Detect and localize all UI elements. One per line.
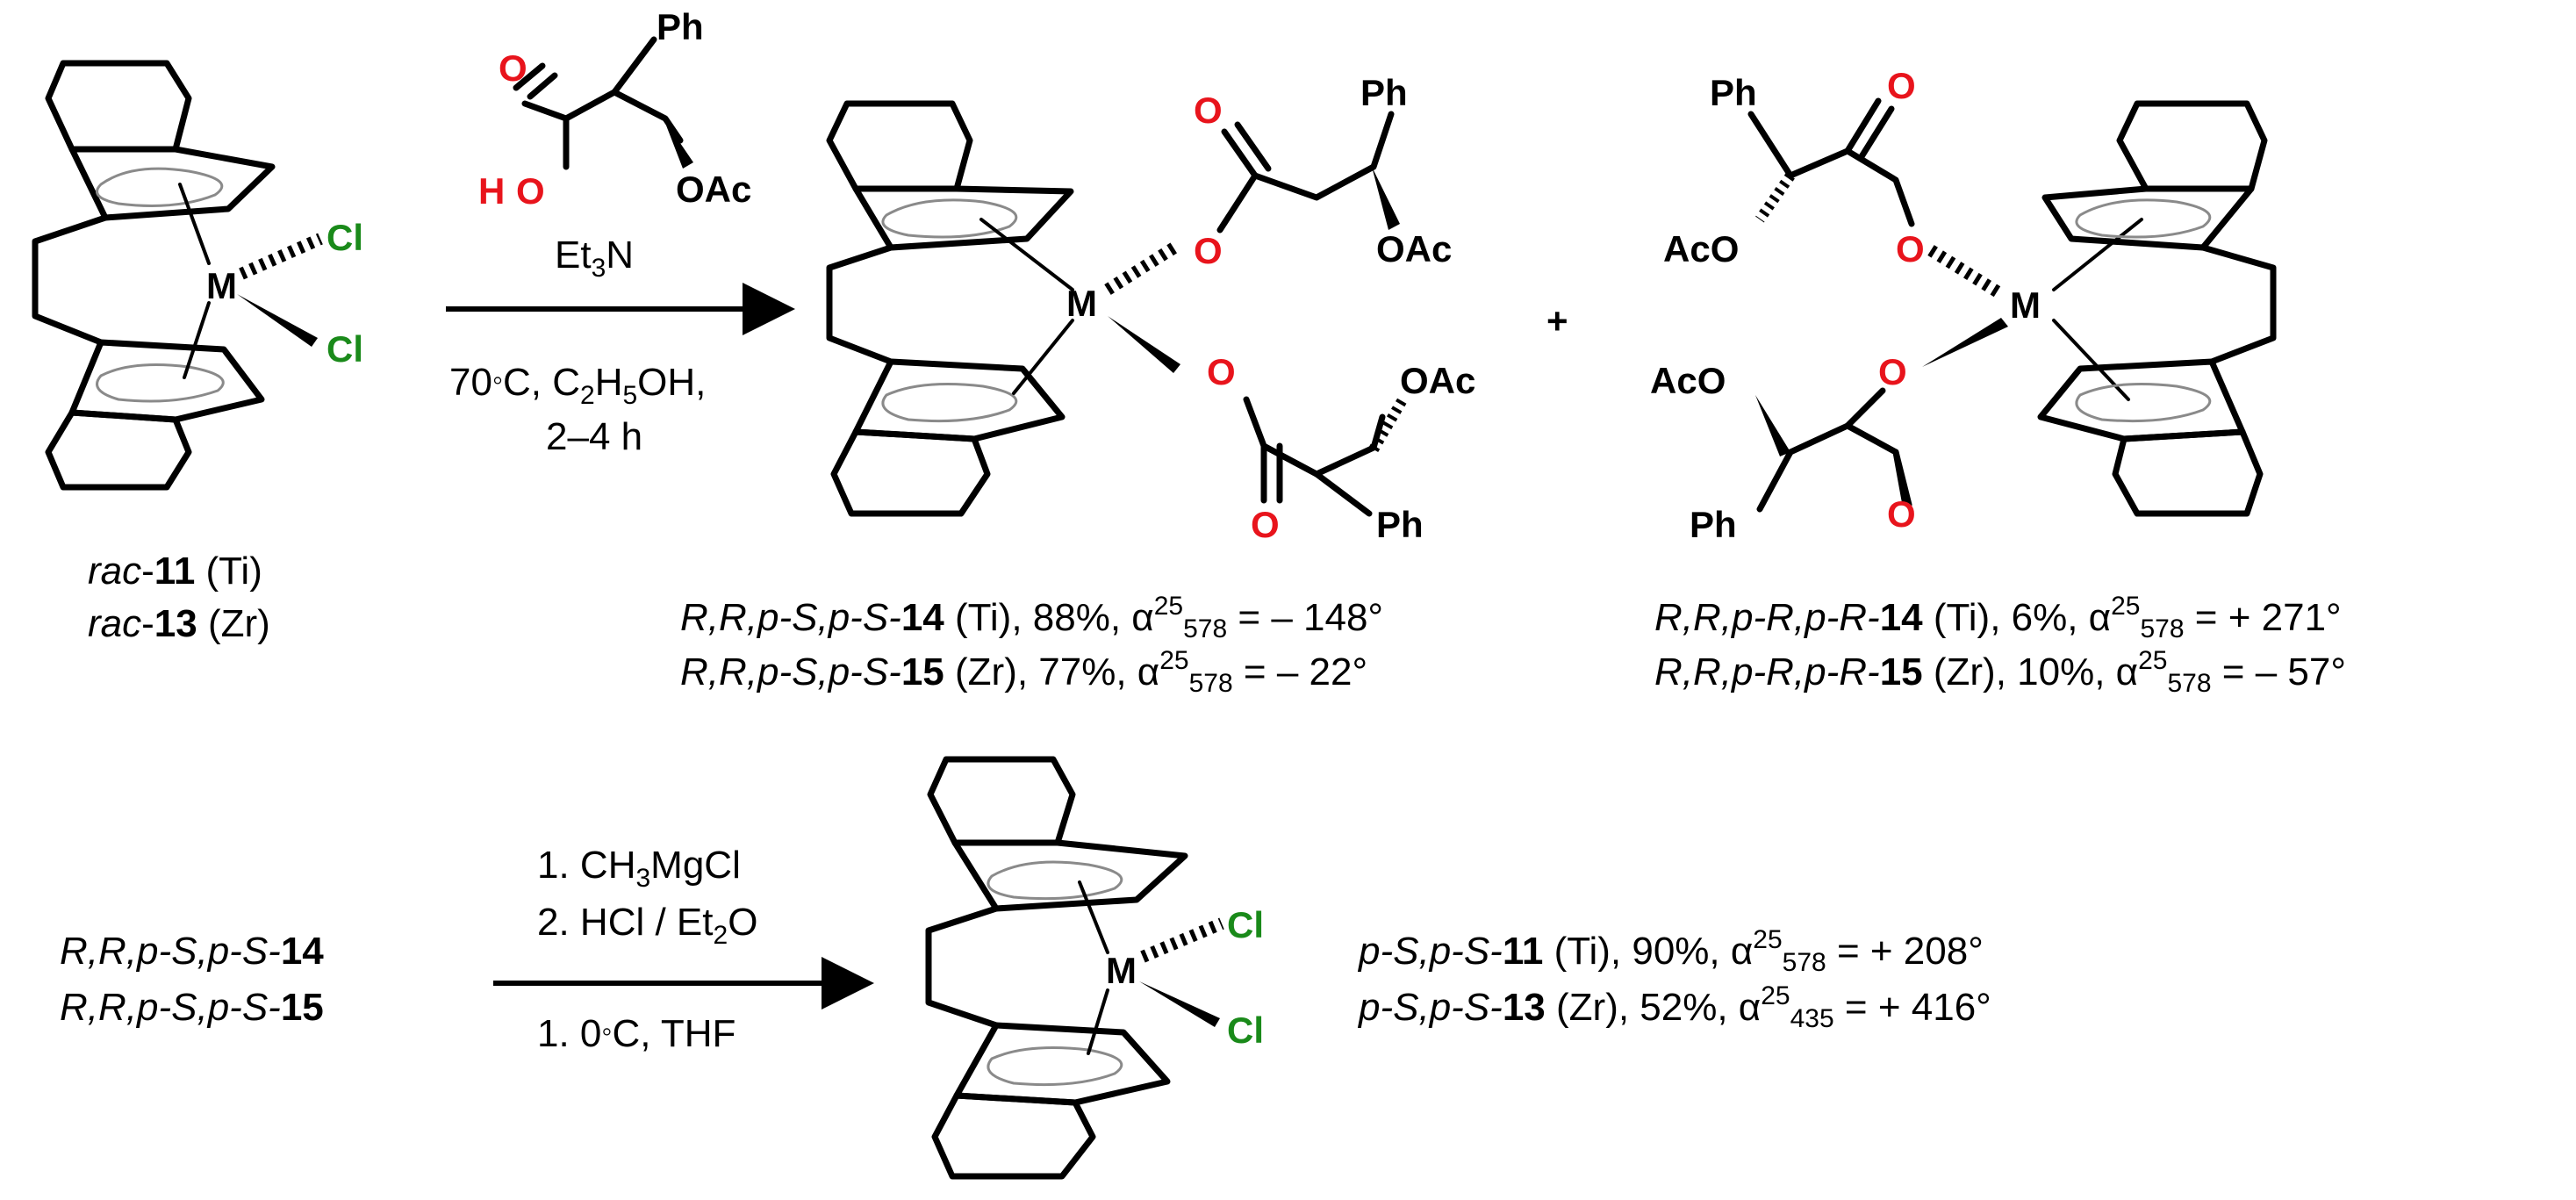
product2-label-ti: R,R,p-R,p-R-14 (Ti), 6%, α25578 = + 271° [1654, 592, 2342, 643]
final-label-zr: p-S,p-S-13 (Zr), 52%, α25435 = + 416° [1357, 981, 1991, 1033]
acetoxy-group: OAc [1400, 360, 1475, 401]
time-condition: 2–4 h [546, 415, 642, 458]
hydroxyl-o: O [516, 170, 545, 212]
metal-atom: M [1066, 283, 1097, 324]
step2-condition-3: 1. 0◦C, THF [537, 1012, 735, 1055]
chlorine-atom: Cl [1227, 1010, 1264, 1051]
final-label-ti: p-S,p-S-11 (Ti), 90%, α25578 = + 208° [1357, 925, 1984, 977]
oxygen-atom: O [499, 47, 527, 89]
chlorine-atom: Cl [326, 328, 363, 370]
metal-atom: M [206, 265, 237, 306]
ester-oxygen: O [1878, 351, 1907, 392]
product1-label-zr: R,R,p-S,p-S-15 (Zr), 77%, α25578 = – 22° [680, 646, 1367, 698]
base-condition: Et3N [555, 234, 634, 283]
acetoxy-group: OAc [676, 169, 751, 210]
hydroxyl-h: H [478, 170, 505, 212]
chlorine-atom: Cl [326, 217, 363, 258]
ester-oxygen: O [1194, 230, 1223, 271]
carbonyl-oxygen: O [1251, 504, 1280, 545]
phenyl-group: Ph [657, 6, 704, 47]
phenyl-group: Ph [1710, 72, 1757, 113]
phenyl-group: Ph [1360, 72, 1408, 113]
phenyl-group: Ph [1690, 504, 1737, 545]
carbonyl-oxygen: O [1194, 90, 1223, 131]
reagent-structure: O H O Ph OAc [478, 6, 751, 212]
carbonyl-oxygen: O [1887, 65, 1916, 106]
phenyl-group: Ph [1376, 504, 1424, 545]
product2-label-zr: R,R,p-R,p-R-15 (Zr), 10%, α25578 = – 57° [1654, 646, 2346, 698]
step2-sm-15: R,R,p-S,p-S-15 [60, 986, 324, 1029]
ester-oxygen: O [1207, 351, 1236, 392]
temp-solvent-condition: 70◦C, C2H5OH, [449, 361, 706, 410]
product-ps-ps: M O O Ph OAc O O OAc Ph [826, 72, 1475, 545]
metal-atom: M [1106, 950, 1137, 991]
metal-atom: M [2010, 284, 2041, 326]
start-metallocene: M Cl Cl [32, 60, 363, 491]
step2-sm-14: R,R,p-S,p-S-14 [60, 930, 324, 973]
step2-condition-2: 2. HCl / Et2O [537, 901, 757, 950]
chlorine-atom: Cl [1227, 904, 1264, 945]
plus-sign: + [1546, 300, 1568, 341]
acetoxy-group: AcO [1650, 360, 1726, 401]
final-metallocene: M Cl Cl [925, 756, 1264, 1180]
product1-label-ti: R,R,p-S,p-S-14 (Ti), 88%, α25578 = – 148… [680, 592, 1383, 643]
step2-condition-1: 1. CH3MgCl [537, 844, 741, 893]
carbonyl-oxygen: O [1887, 493, 1916, 535]
product-pr-pr: Ph O AcO O AcO Ph O O M [1650, 65, 2277, 545]
start-label-ti: rac-11 (Ti) [88, 550, 262, 593]
ester-oxygen: O [1896, 228, 1925, 269]
start-label-zr: rac-13 (Zr) [88, 602, 270, 645]
acetoxy-group: OAc [1376, 228, 1452, 269]
acetoxy-group: AcO [1663, 228, 1739, 269]
